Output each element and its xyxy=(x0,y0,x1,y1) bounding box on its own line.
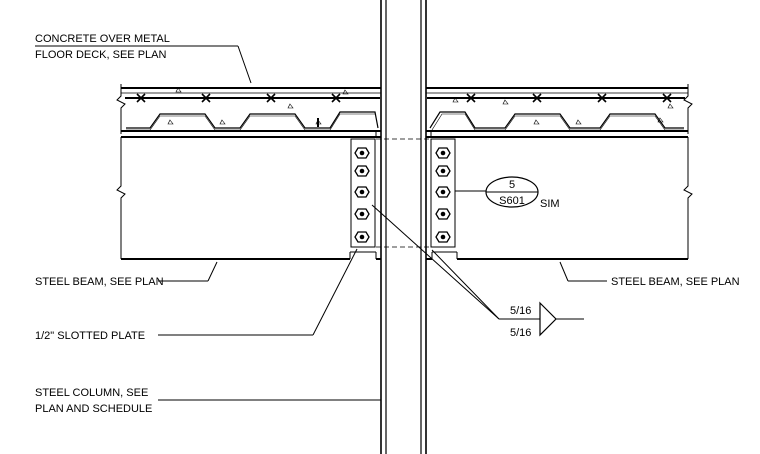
weld-size-top: 5/16 xyxy=(510,305,531,317)
shear-plate-right xyxy=(430,138,456,248)
column-label-line-1: STEEL COLUMN, SEE xyxy=(35,387,148,399)
leader-weld xyxy=(371,204,584,320)
section-number: 5 xyxy=(509,179,515,191)
leader-beam-right xyxy=(559,261,607,282)
concrete-deck-left xyxy=(116,84,381,134)
section-sim-label: SIM xyxy=(540,198,560,210)
fillet-weld-symbol xyxy=(539,301,557,337)
deck-label-line-1: CONCRETE OVER METAL xyxy=(35,33,170,45)
shear-plate-left xyxy=(350,138,376,248)
steel-beam-right xyxy=(426,131,693,260)
steel-beam-left xyxy=(116,131,381,260)
beam-left-label: STEEL BEAM, SEE PLAN xyxy=(35,276,164,288)
leader-plate xyxy=(158,248,358,336)
plate-label: 1/2" SLOTTED PLATE xyxy=(35,330,145,342)
leader-deck xyxy=(35,45,252,84)
weld-size-bottom: 5/16 xyxy=(510,327,531,339)
steel-column xyxy=(380,0,427,454)
deck-label-line-2: FLOOR DECK, SEE PLAN xyxy=(35,49,166,61)
beam-right-label: STEEL BEAM, SEE PLAN xyxy=(611,276,740,288)
section-marker: 5 S601 SIM xyxy=(485,176,560,210)
leader-beam-left xyxy=(158,261,218,282)
hidden-beam-outline xyxy=(376,138,431,248)
section-sheet: S601 xyxy=(499,195,525,207)
column-label-line-2: PLAN AND SCHEDULE xyxy=(35,403,152,415)
concrete-deck-right xyxy=(426,84,693,134)
